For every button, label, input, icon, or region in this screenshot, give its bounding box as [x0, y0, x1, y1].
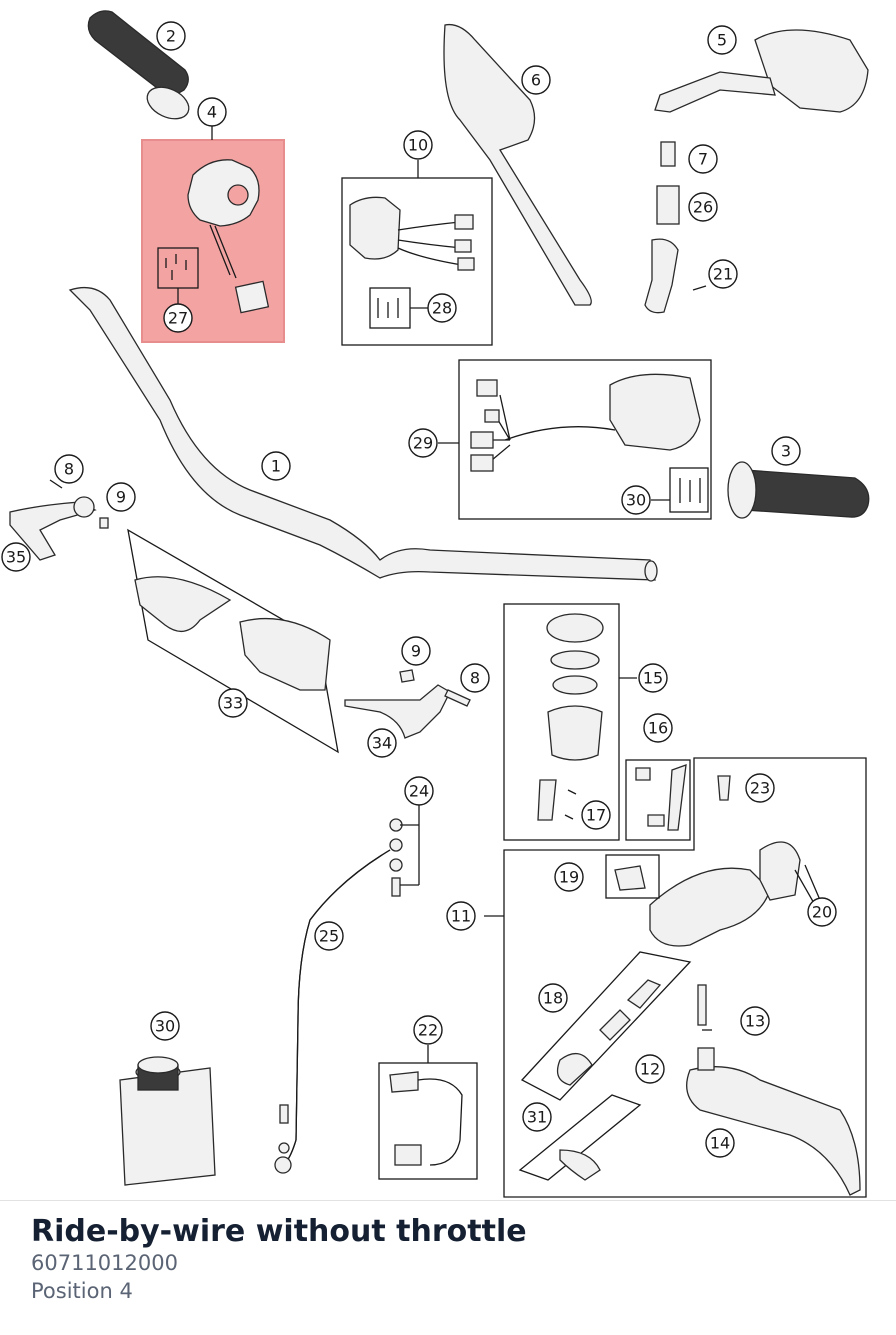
svg-text:23: 23 [750, 779, 770, 798]
svg-text:13: 13 [745, 1012, 765, 1031]
callout-9-b[interactable]: 9 [401, 636, 431, 666]
callout-25[interactable]: 24 [404, 776, 434, 806]
callout-15[interactable]: 15 [638, 663, 668, 693]
callout-8[interactable]: 8 [54, 454, 84, 484]
callout-33[interactable]: 33 [218, 688, 248, 718]
svg-text:8: 8 [470, 669, 480, 688]
callout-2[interactable]: 2 [156, 21, 186, 51]
callout-3[interactable]: 3 [771, 436, 801, 466]
callout-4[interactable]: 4 [197, 97, 227, 127]
svg-text:18: 18 [543, 989, 563, 1008]
svg-text:30: 30 [626, 491, 646, 510]
svg-text:29: 29 [413, 434, 433, 453]
callout-27[interactable]: 30 [150, 1011, 180, 1041]
svg-text:12: 12 [640, 1060, 660, 1079]
svg-text:28: 28 [432, 299, 452, 318]
exploded-parts-diagram: 4 2 27 10 28 6 5 7 26 21 1 29 30 3 8 9 3… [1, 10, 870, 1198]
callout-24[interactable]: 23 [745, 773, 775, 803]
caption-divider [0, 1200, 896, 1201]
callout-34[interactable]: 34 [367, 728, 397, 758]
callout-21[interactable]: 20 [807, 897, 837, 927]
svg-text:34: 34 [372, 734, 392, 753]
svg-text:35: 35 [6, 548, 26, 567]
svg-text:31: 31 [527, 1108, 547, 1127]
svg-text:4: 4 [207, 103, 217, 122]
callout-9[interactable]: 9 [106, 482, 136, 512]
part-position: Position 4 [31, 1278, 133, 1303]
highlight-part-4[interactable] [141, 125, 285, 343]
callout-26[interactable]: 25 [314, 921, 344, 951]
callout-31[interactable]: 29 [408, 428, 438, 458]
callout-30[interactable]: 28 [427, 293, 457, 323]
svg-text:14: 14 [710, 1134, 730, 1153]
svg-text:9: 9 [411, 642, 421, 661]
svg-text:17: 17 [586, 806, 606, 825]
callout-7[interactable]: 7 [688, 144, 718, 174]
callout-14[interactable]: 14 [705, 1128, 735, 1158]
svg-text:9: 9 [116, 488, 126, 507]
callout-19[interactable]: 19 [554, 862, 584, 892]
callout-8-b[interactable]: 8 [460, 663, 490, 693]
svg-text:2: 2 [166, 27, 176, 46]
svg-text:5: 5 [717, 31, 727, 50]
callout-29[interactable]: 27 [163, 303, 193, 333]
part-caption: Ride-by-wire without throttle 6071101200… [31, 1214, 527, 1305]
svg-text:19: 19 [559, 868, 579, 887]
callout-18[interactable]: 18 [538, 983, 568, 1013]
callout-5[interactable]: 5 [707, 25, 737, 55]
svg-text:33: 33 [223, 694, 243, 713]
svg-text:27: 27 [168, 309, 188, 328]
svg-text:11: 11 [451, 907, 471, 926]
svg-text:21: 21 [713, 265, 733, 284]
callout-16[interactable]: 16 [643, 713, 673, 743]
svg-text:24: 24 [409, 782, 429, 801]
svg-text:6: 6 [531, 71, 541, 90]
svg-text:1: 1 [271, 457, 281, 476]
part-title: Ride-by-wire without throttle [31, 1214, 527, 1249]
svg-text:16: 16 [648, 719, 668, 738]
svg-text:8: 8 [64, 460, 74, 479]
callout-12[interactable]: 12 [635, 1054, 665, 1084]
svg-text:22: 22 [418, 1021, 438, 1040]
svg-text:30: 30 [155, 1017, 175, 1036]
callout-23[interactable]: 22 [413, 1015, 443, 1045]
callout-22[interactable]: 21 [708, 259, 738, 289]
callout-6[interactable]: 6 [521, 65, 551, 95]
callout-10[interactable]: 10 [403, 130, 433, 160]
callout-35[interactable]: 35 [1, 542, 31, 572]
callout-11[interactable]: 11 [446, 901, 476, 931]
part-number: 60711012000 [31, 1251, 178, 1275]
svg-text:7: 7 [698, 150, 708, 169]
svg-text:25: 25 [319, 927, 339, 946]
callout-30-b[interactable]: 30 [621, 485, 651, 515]
callout-13[interactable]: 13 [740, 1006, 770, 1036]
svg-text:15: 15 [643, 669, 663, 688]
svg-text:3: 3 [781, 442, 791, 461]
callout-20[interactable]: 31 [522, 1102, 552, 1132]
callout-28[interactable]: 26 [688, 192, 718, 222]
callout-17[interactable]: 17 [581, 800, 611, 830]
callout-1[interactable]: 1 [261, 451, 291, 481]
svg-text:26: 26 [693, 198, 713, 217]
svg-text:10: 10 [408, 136, 428, 155]
svg-text:20: 20 [812, 903, 832, 922]
